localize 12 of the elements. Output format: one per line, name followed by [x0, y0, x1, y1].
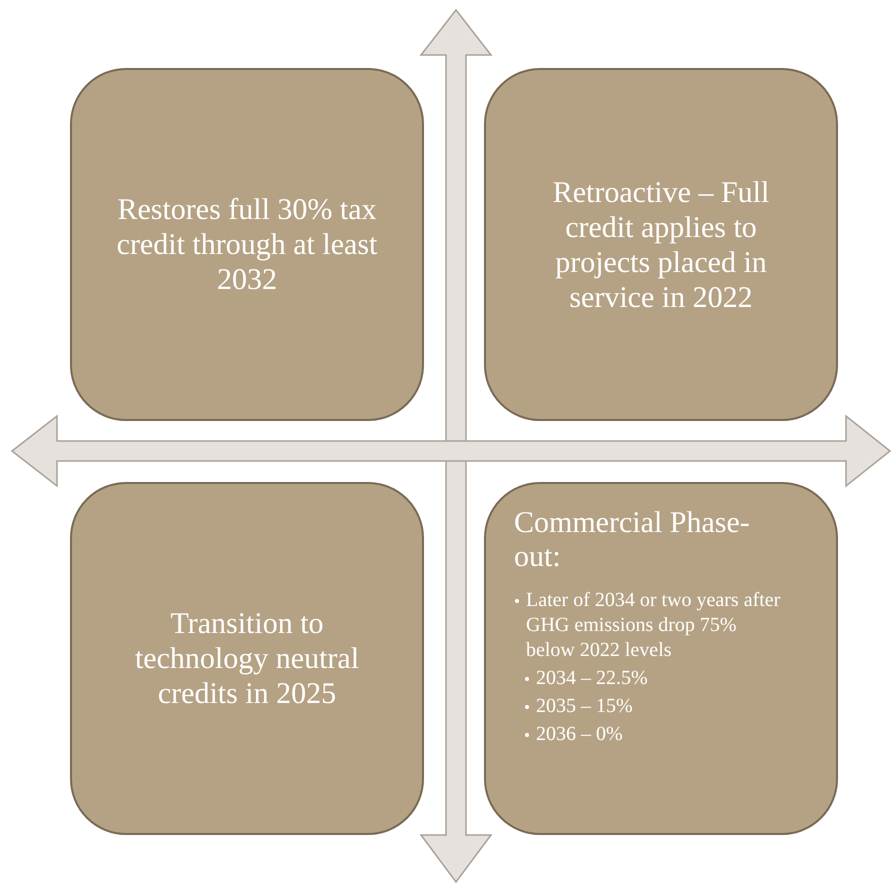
rounded-box — [70, 482, 424, 835]
rounded-box — [484, 68, 838, 421]
sub-bullet-item: 2036 – 0% — [514, 722, 808, 747]
box-heading: Commercial Phase-out: — [514, 506, 751, 574]
rounded-box — [484, 482, 838, 835]
box-text: Restores full 30% tax credit through at least 2032 — [116, 192, 378, 297]
box-text: Retroactive – Full credit applies to projects placed in service in 2022 — [552, 174, 770, 314]
sub-bullet-item: 2035 – 15% — [514, 694, 808, 719]
rounded-box — [70, 68, 424, 421]
box-text: Transition to technology neutral credits in 2025 — [134, 606, 360, 711]
bullet-item: Later of 2034 or two years after GHG emissions drop 75% below 2022 levels — [514, 588, 786, 663]
sub-bullet-item: 2034 – 22.5% — [514, 666, 808, 691]
